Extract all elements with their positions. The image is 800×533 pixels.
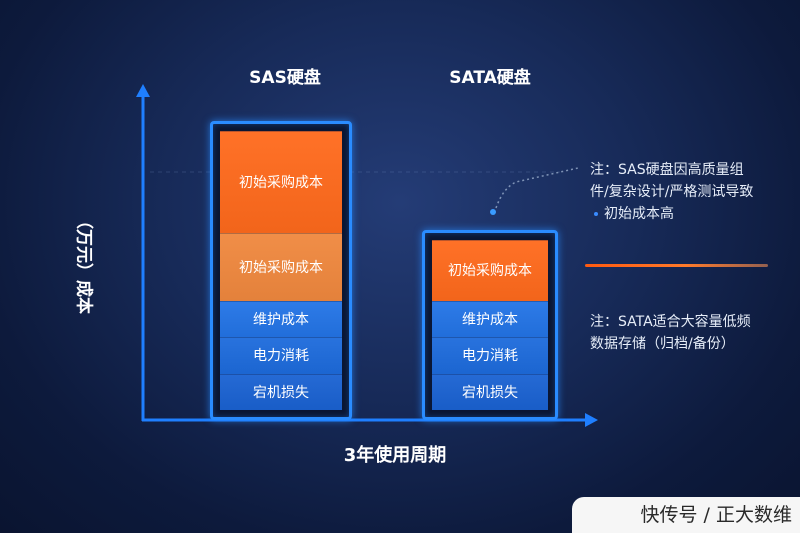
watermark-area: 快传号 / 正大数维 [572, 497, 800, 533]
bar-segment: 维护成本 [220, 300, 342, 338]
category-title-sas: SAS硬盘 [249, 68, 321, 88]
annotation-dot [490, 209, 496, 215]
annotation-line: 初始成本高 [604, 206, 674, 222]
x-axis-label: 3年使用周期 [343, 445, 447, 466]
annotation-connector [495, 167, 579, 209]
bar-segment: 维护成本 [432, 300, 548, 338]
bar-segment: 宕机损失 [220, 373, 342, 410]
annotation-line: 件/复杂设计/严格测试导致 [590, 184, 754, 200]
category-title-sata: SATA硬盘 [449, 68, 531, 88]
annotation-line: 注：SAS硬盘因高质量组 [590, 162, 744, 178]
x-axis-arrow [585, 413, 598, 427]
segment-label: 宕机损失 [462, 384, 518, 401]
segment-label: 维护成本 [253, 311, 309, 328]
segment-label: 初始采购成本 [239, 259, 323, 276]
segment-label: 维护成本 [462, 311, 518, 328]
bullet-icon [594, 212, 598, 216]
bar-segment: 初始采购成本 [220, 130, 342, 234]
segment-label: 电力消耗 [462, 348, 518, 365]
watermark-text: 快传号 / 正大数维 [640, 504, 792, 526]
segment-label: 宕机损失 [253, 384, 309, 401]
annotation-sas: 注：SAS硬盘因高质量组 件/复杂设计/严格测试导致 初始成本高 [590, 159, 795, 225]
y-axis-arrow [136, 84, 150, 97]
bar-segment: 初始采购成本 [220, 233, 342, 301]
annotation-sata: 注：SATA适合大容量低频 数据存储（归档/备份） [590, 311, 795, 355]
bar-segment: 电力消耗 [432, 337, 548, 374]
segment-label: 初始采购成本 [239, 175, 323, 191]
annotation-line: 注：SATA适合大容量低频 [590, 314, 751, 330]
annotation-line-bulleted: 初始成本高 [590, 203, 795, 225]
annotation-line: 数据存储（归档/备份） [590, 336, 735, 352]
accent-divider [585, 264, 768, 267]
bar-segment: 初始采购成本 [432, 240, 548, 301]
y-axis-label: （万元）成本 [73, 212, 94, 314]
bar-segment: 电力消耗 [220, 337, 342, 374]
bar-segment: 宕机损失 [432, 373, 548, 410]
segment-label: 初始采购成本 [448, 263, 532, 280]
segment-label: 电力消耗 [253, 348, 309, 365]
